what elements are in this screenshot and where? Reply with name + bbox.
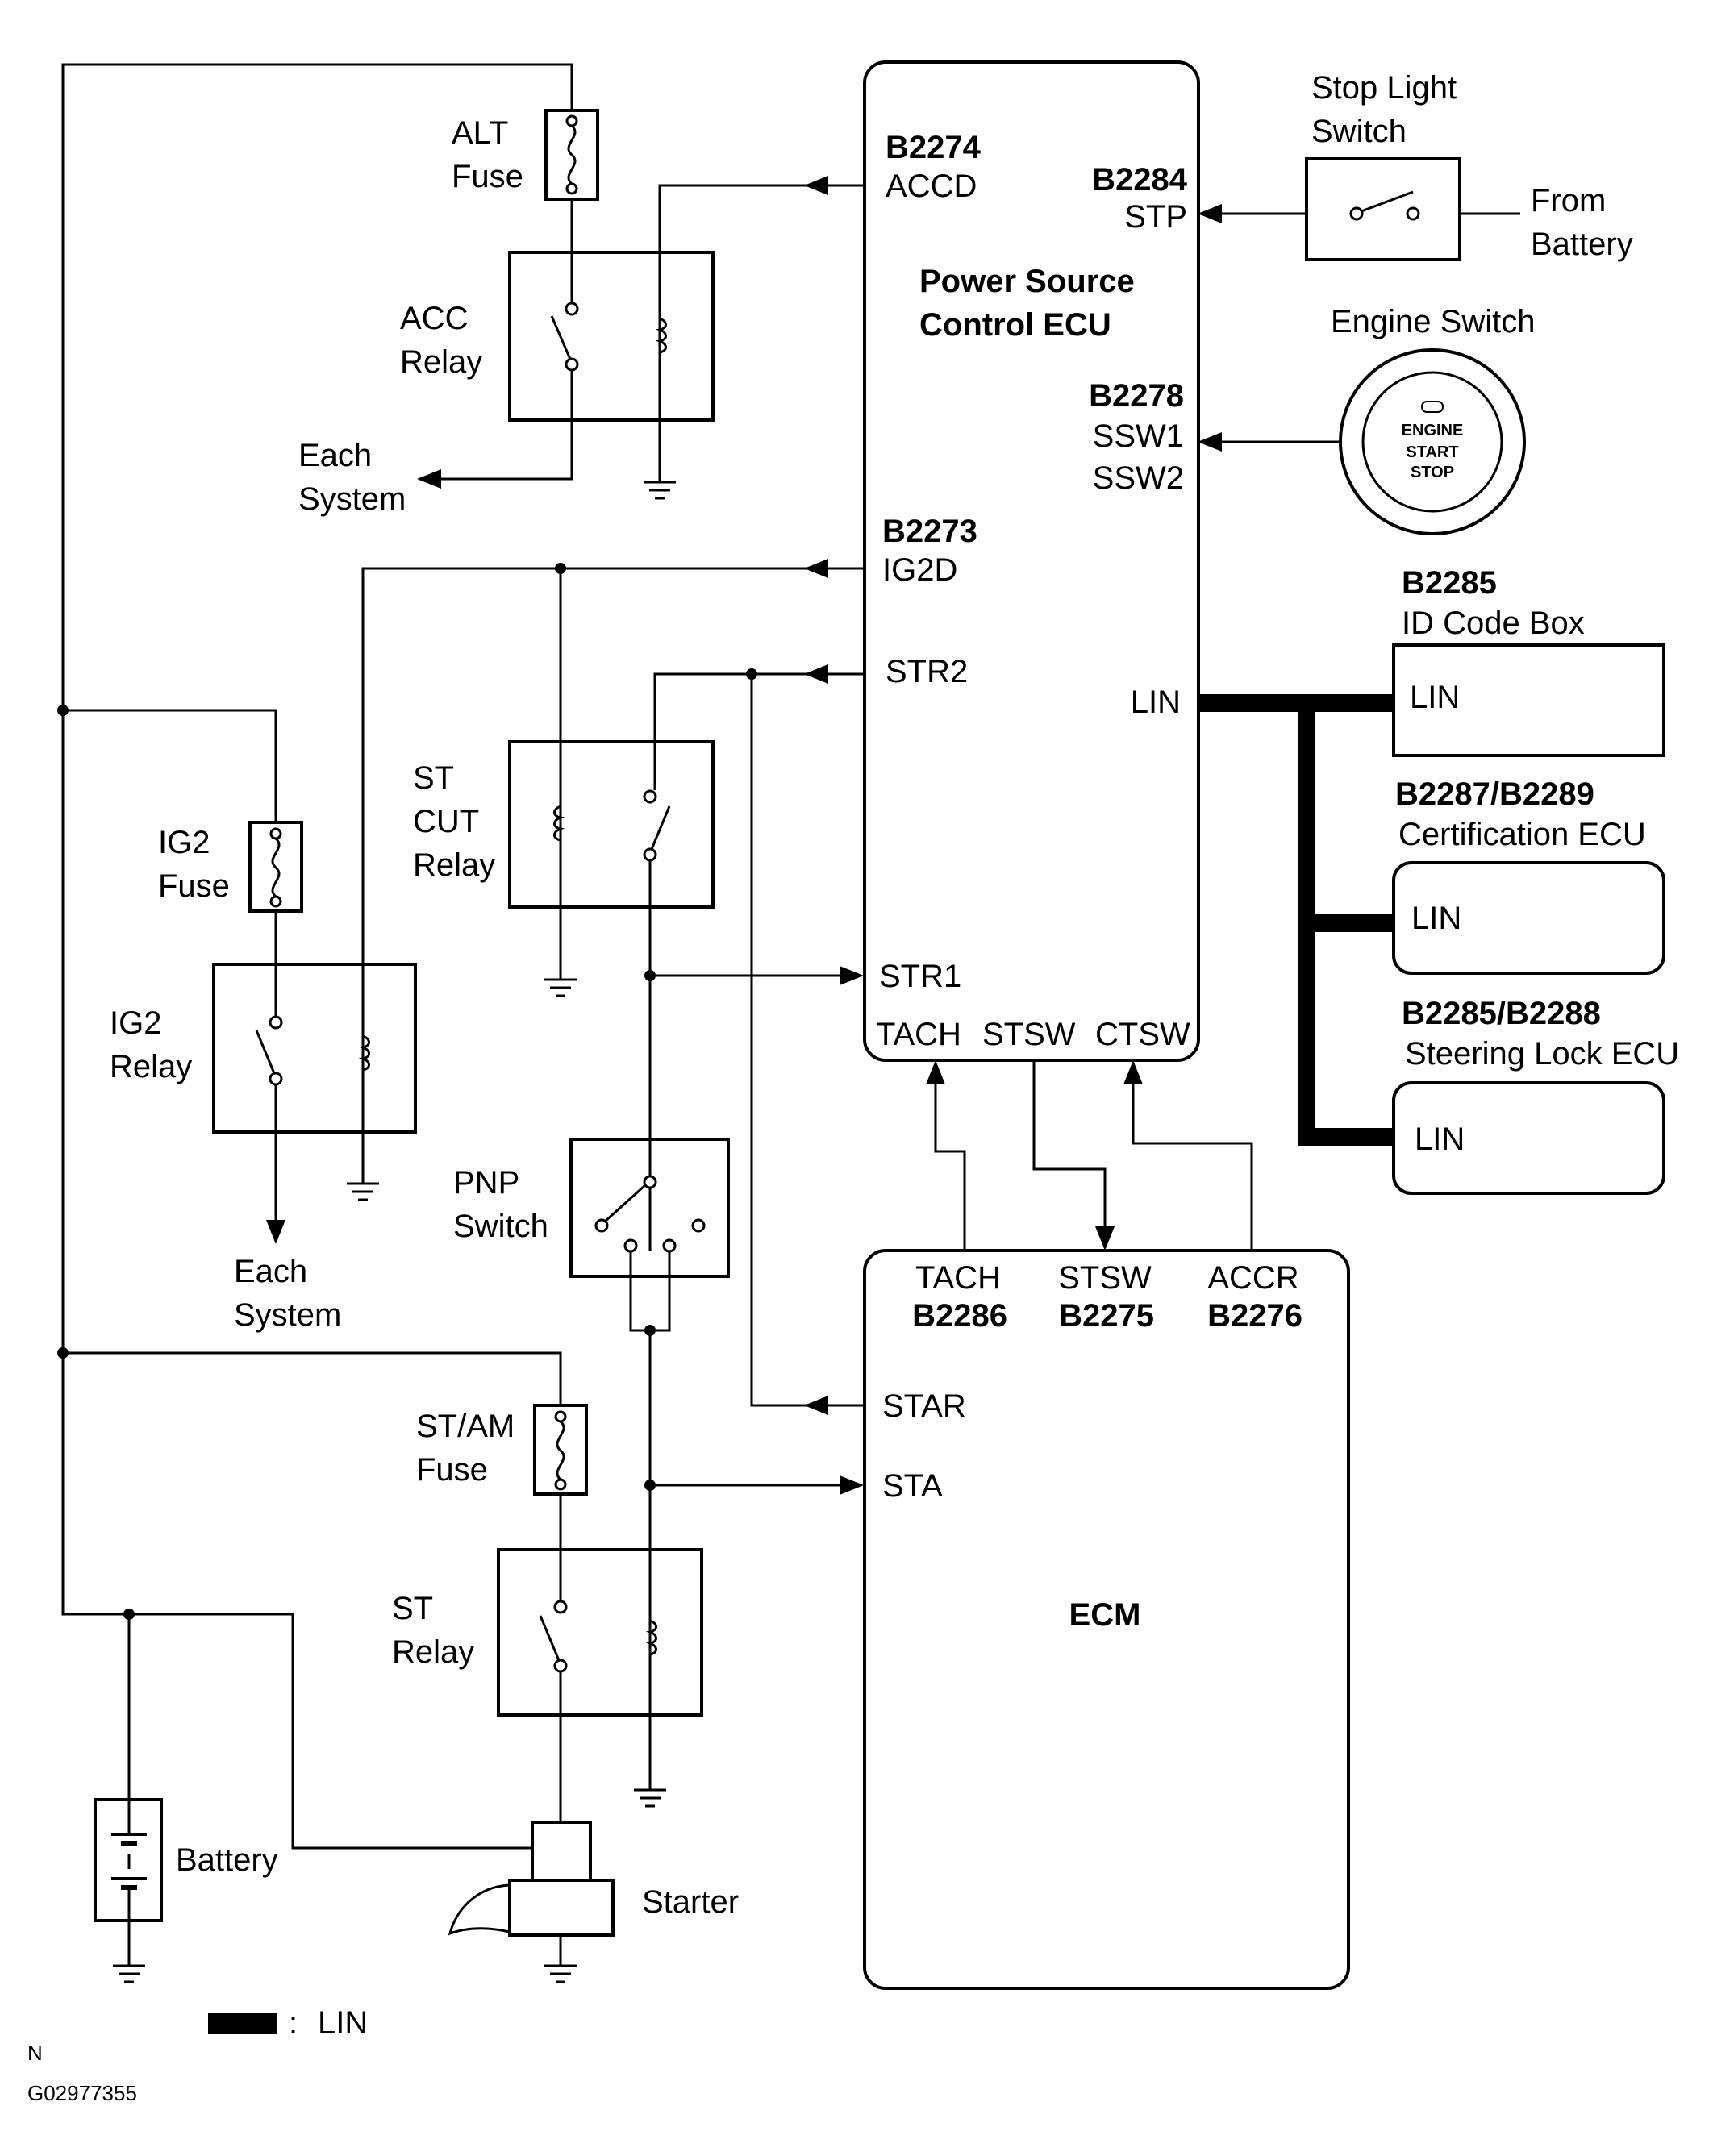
pin-str2: STR2 <box>886 654 968 689</box>
st-cut-label-2: CUT <box>413 804 479 839</box>
pin-ctsw: CTSW <box>1095 1017 1190 1052</box>
ground-symbols <box>113 481 676 1983</box>
ecu-title-line1: Power Source <box>919 264 1135 299</box>
alt-fuse-label-1: ALT <box>452 115 508 151</box>
legend-lin-swatch <box>208 2013 277 2034</box>
id-code-box-lin: LIN <box>1410 680 1460 715</box>
steer-ecu-lin: LIN <box>1415 1122 1465 1157</box>
from-battery-line2: Battery <box>1531 227 1633 262</box>
ecm-code-b2275: B2275 <box>1059 1298 1154 1334</box>
each-system-1-line1: Each <box>298 438 372 473</box>
relay-contacts <box>255 190 1420 1673</box>
st-relay-label-2: Relay <box>392 1634 474 1670</box>
st-am-label-2: Fuse <box>416 1452 488 1488</box>
lin-bus <box>1198 694 1394 1146</box>
each-system-1-line2: System <box>298 481 406 517</box>
ecm-pin-accr: ACCR <box>1207 1260 1298 1296</box>
steer-ecu-name: Steering Lock ECU <box>1405 1036 1679 1072</box>
pnp-label-2: Switch <box>453 1209 548 1244</box>
each-system-2-line2: System <box>234 1297 341 1333</box>
engine-button-line1: ENGINE <box>1402 422 1464 439</box>
st-cut-relay <box>508 740 715 909</box>
starter-symbol <box>448 1821 615 1937</box>
ig2-relay <box>212 963 417 1134</box>
ig2-fuse-label-1: IG2 <box>158 825 210 860</box>
ig2-relay-label-2: Relay <box>110 1049 192 1084</box>
footer-code: G02977355 <box>27 2081 137 2105</box>
pin-stsw-ecu: STSW <box>982 1017 1076 1052</box>
st-cut-label-3: Relay <box>413 847 495 883</box>
from-battery-line1: From <box>1531 183 1606 219</box>
pin-ig2d: IG2D <box>882 552 957 588</box>
pin-tach-ecu: TACH <box>876 1017 961 1052</box>
pin-str1: STR1 <box>879 959 961 994</box>
engine-switch-label: Engine Switch <box>1331 304 1535 339</box>
pin-lin: LIN <box>1131 685 1181 720</box>
st-cut-label-1: ST <box>413 760 454 796</box>
each-system-2-line1: Each <box>234 1254 307 1289</box>
stop-light-label-1: Stop Light <box>1311 70 1457 106</box>
alt-fuse-label-2: Fuse <box>452 159 523 194</box>
st-relay-label-1: ST <box>392 1591 433 1626</box>
pin-code-b2274: B2274 <box>886 130 982 165</box>
acc-relay-label-2: Relay <box>400 344 482 380</box>
pin-accd: ACCD <box>886 169 977 204</box>
steer-ecu-code: B2285/B2288 <box>1402 996 1601 1031</box>
ecm-title: ECM <box>1069 1597 1141 1633</box>
power-source-control-ecu <box>863 60 1200 1062</box>
pin-code-b2284: B2284 <box>1092 162 1188 198</box>
id-code-box-name: ID Code Box <box>1402 606 1585 641</box>
engine-button-line2: START <box>1406 443 1458 461</box>
ig2-relay-label-1: IG2 <box>110 1005 161 1041</box>
ecm-code-b2276: B2276 <box>1207 1298 1302 1334</box>
footer-letter: N <box>27 2041 43 2065</box>
acc-relay <box>508 251 715 422</box>
ecm-code-b2286: B2286 <box>912 1298 1007 1334</box>
wires <box>61 63 1520 1966</box>
ecm-pin-sta: STA <box>882 1468 943 1504</box>
cert-ecu-code: B2287/B2289 <box>1395 776 1594 812</box>
signal-arrows <box>266 176 1258 1495</box>
battery-label: Battery <box>176 1842 278 1878</box>
legend-lin-label: LIN <box>318 2005 368 2041</box>
ecm-pin-tach: TACH <box>915 1260 1001 1296</box>
engine-switch-button: ENGINE START STOP <box>1339 348 1526 535</box>
ecm-pin-stsw: STSW <box>1058 1260 1152 1296</box>
battery-cells <box>111 1800 147 1921</box>
pin-ssw2: SSW2 <box>1093 460 1184 496</box>
id-code-box-code: B2285 <box>1402 565 1497 601</box>
ecm <box>863 1249 1350 1990</box>
pin-ssw1: SSW1 <box>1093 418 1184 454</box>
ecu-title-line2: Control ECU <box>919 307 1111 343</box>
starter-label: Starter <box>642 1884 739 1920</box>
stop-light-switch <box>1305 157 1461 261</box>
st-relay <box>497 1548 703 1717</box>
legend-separator: : <box>289 2005 298 2041</box>
cert-ecu-lin: LIN <box>1411 901 1461 936</box>
pin-stp: STP <box>1124 199 1187 235</box>
ig2-fuse-label-2: Fuse <box>158 868 230 904</box>
stop-light-label-2: Switch <box>1311 114 1407 149</box>
pnp-label-1: PNP <box>453 1165 519 1201</box>
st-am-label-1: ST/AM <box>416 1409 515 1444</box>
pin-code-b2273: B2273 <box>882 514 977 549</box>
engine-button-line3: STOP <box>1411 464 1454 481</box>
fuse-elements <box>269 114 578 1491</box>
ecm-pin-star: STAR <box>882 1388 966 1424</box>
acc-relay-label-1: ACC <box>400 301 468 336</box>
cert-ecu-name: Certification ECU <box>1398 817 1646 852</box>
pin-code-b2278: B2278 <box>1089 378 1184 414</box>
